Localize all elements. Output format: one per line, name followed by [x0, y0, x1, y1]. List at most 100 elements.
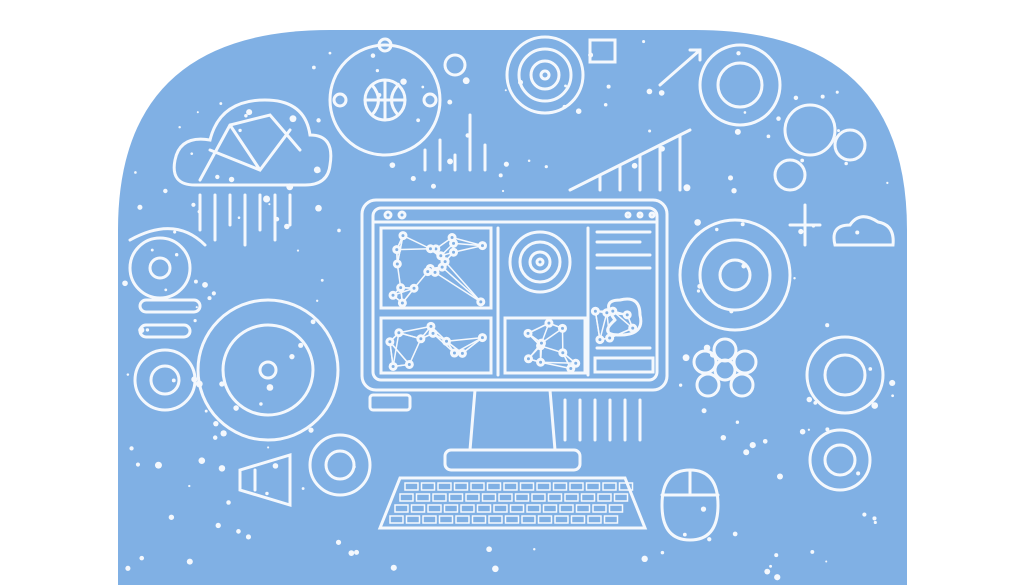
graph-edge: [594, 310, 601, 341]
decor-dot: [410, 176, 416, 182]
decor-dot: [354, 549, 360, 555]
decor-dot: [215, 522, 221, 529]
decor-dot: [696, 289, 701, 293]
keyboard-icon: [377, 476, 648, 530]
decor-dot: [268, 203, 271, 206]
decor-dot: [353, 465, 356, 469]
graph-node: [449, 348, 459, 358]
graph-node: [477, 333, 487, 343]
decor-dot: [776, 473, 783, 480]
decor-dot: [164, 288, 168, 292]
decor-dot: [813, 400, 818, 405]
decor-dot: [211, 291, 216, 296]
keyboard-key: [592, 504, 607, 513]
graph-node: [571, 358, 581, 368]
keyboard-key: [570, 515, 586, 524]
graph-node: [396, 283, 406, 293]
decor-dot: [296, 249, 300, 252]
decor-dot: [174, 252, 179, 257]
decor-dot: [173, 230, 177, 234]
keyboard-key: [613, 493, 629, 502]
keyboard-key: [597, 493, 612, 502]
decor-dot: [266, 384, 274, 391]
graph-node: [536, 338, 546, 348]
decor-dot: [820, 94, 825, 99]
graph-node: [536, 357, 546, 367]
decor-dot: [193, 319, 197, 323]
decor-dot: [202, 281, 208, 288]
graph-node: [409, 283, 419, 293]
graph-node: [442, 336, 452, 346]
decor-dot: [743, 111, 747, 114]
keyboard-key: [493, 504, 508, 513]
decor-dot: [709, 351, 716, 358]
decor-dot: [682, 532, 687, 537]
graph-node: [436, 251, 446, 261]
graph-edge: [451, 236, 484, 247]
decor-dot: [138, 326, 145, 334]
keyboard-key: [503, 482, 518, 491]
decor-dot: [498, 173, 503, 178]
graph-edge: [444, 260, 482, 303]
mouse-icon: [660, 468, 720, 542]
globe-icon: [328, 37, 442, 157]
decor-dot: [320, 278, 324, 282]
decor-dot: [793, 95, 799, 101]
decor-dot: [337, 228, 341, 233]
decor-dot: [171, 378, 176, 383]
decor-dot: [800, 158, 805, 163]
keyboard-key: [552, 482, 568, 491]
decor-dot: [732, 531, 738, 537]
bottom-left-shapes: [238, 393, 412, 508]
keyboard-key: [536, 482, 551, 491]
decor-dot: [228, 176, 235, 183]
decor-dot: [191, 376, 198, 383]
graph-node: [628, 323, 638, 333]
decor-dot: [807, 428, 811, 431]
decor-dot: [501, 189, 505, 193]
graph-node: [394, 328, 404, 338]
decor-dot: [274, 216, 280, 222]
keyboard-key: [476, 504, 492, 513]
decor-dot: [315, 204, 322, 212]
keyboard-key: [399, 493, 414, 502]
graph-edge: [408, 338, 422, 366]
keyboard-key: [481, 493, 497, 502]
graph-node: [428, 328, 438, 338]
graph-edge: [539, 361, 572, 370]
bar-chart: [423, 38, 702, 192]
keyboard-key: [509, 504, 525, 513]
graph-node: [398, 231, 408, 241]
decor-dot: [811, 224, 816, 228]
graph-node: [477, 241, 487, 251]
decor-dot: [377, 93, 382, 98]
decor-dot: [265, 491, 269, 496]
graph-node: [392, 245, 402, 255]
graph-node: [605, 333, 615, 343]
decor-dot: [810, 549, 815, 554]
decor-dot: [125, 565, 131, 571]
keyboard-key: [559, 504, 574, 513]
keyboard-key: [470, 482, 485, 491]
decor-dot: [301, 487, 305, 490]
decor-dot: [286, 183, 294, 191]
keyboard-key: [542, 504, 558, 513]
decor-dot: [492, 565, 499, 573]
decor-dot: [370, 53, 376, 58]
decor-dot: [289, 354, 295, 360]
decor-dot: [421, 85, 425, 89]
keyboard-key: [537, 515, 553, 524]
decor-dot: [246, 109, 253, 116]
decor-dot: [348, 550, 355, 556]
keyboard-key: [526, 504, 541, 513]
decor-dot: [129, 446, 134, 451]
decor-dot: [272, 463, 279, 469]
decor-dot: [700, 506, 707, 512]
decor-dot: [694, 219, 701, 226]
decor-dot: [310, 319, 316, 325]
graph-node: [425, 244, 435, 254]
decor-dot: [447, 158, 453, 165]
decor-dot: [267, 446, 270, 449]
decor-dot: [236, 529, 241, 534]
decor-dot: [139, 555, 145, 561]
